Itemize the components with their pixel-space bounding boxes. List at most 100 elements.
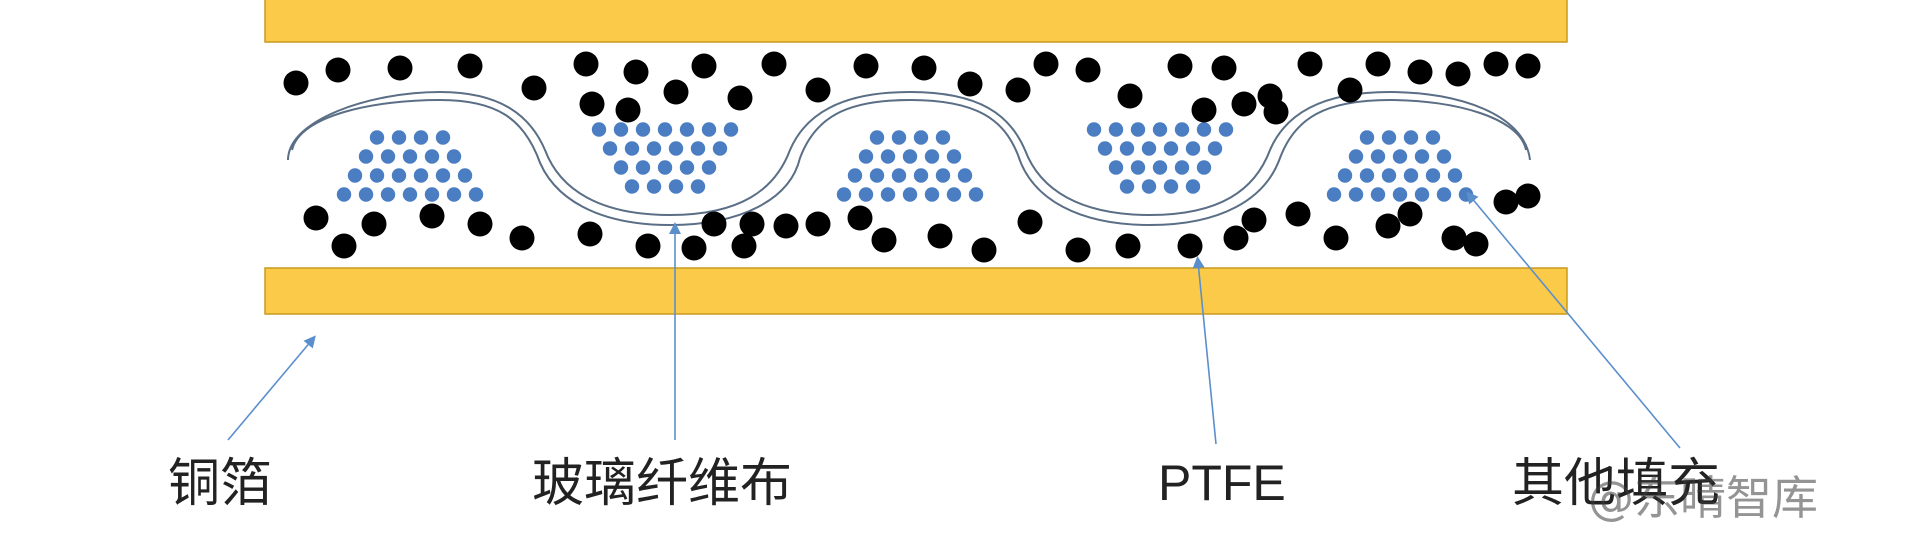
ptfe-particle xyxy=(577,221,603,247)
glass-fiber-dot xyxy=(891,130,907,145)
glass-fiber-dot xyxy=(880,149,896,164)
glass-fiber-dot xyxy=(723,122,739,137)
arrow-ptfe xyxy=(1192,256,1217,445)
glass-fiber-dot xyxy=(457,168,473,183)
copper-foil-top xyxy=(264,0,1568,43)
ptfe-particle xyxy=(331,233,357,259)
glass-fiber-dot xyxy=(347,168,363,183)
glass-fiber-dot xyxy=(1436,149,1452,164)
glass-fiber-dot xyxy=(1425,168,1441,183)
fiber-strand xyxy=(291,98,1527,227)
glass-fiber-dot xyxy=(358,187,374,202)
glass-fiber-dot xyxy=(391,130,407,145)
glass-fiber-dot xyxy=(957,168,973,183)
ptfe-particle xyxy=(1365,51,1391,77)
ptfe-particle xyxy=(691,53,717,79)
glass-fiber-dot xyxy=(1348,149,1364,164)
ptfe-particle xyxy=(1241,207,1267,233)
glass-fiber-dot xyxy=(701,160,717,175)
glass-fiber-dot xyxy=(1152,122,1168,137)
glass-fiber-dot xyxy=(1326,187,1342,202)
ptfe-particle xyxy=(1177,233,1203,259)
glass-fiber-dot xyxy=(690,179,706,194)
glass-fiber-dot xyxy=(1370,149,1386,164)
label-ptfe: PTFE xyxy=(1158,455,1286,511)
ptfe-particle xyxy=(805,211,831,237)
glass-fiber-dot xyxy=(1119,141,1135,156)
glass-fiber-dot xyxy=(1163,141,1179,156)
ptfe-particle xyxy=(701,211,727,237)
ptfe-particle xyxy=(805,77,831,103)
ptfe-particle xyxy=(761,51,787,77)
label-glass-fiber-cloth: 玻璃纤维布 xyxy=(532,454,793,514)
glass-fiber-dot xyxy=(946,187,962,202)
ptfe-particle xyxy=(615,97,641,123)
glass-fiber-dot xyxy=(613,160,629,175)
glass-fiber-dot xyxy=(869,168,885,183)
ptfe-particle xyxy=(1223,225,1249,251)
glass-fiber-dot xyxy=(1119,179,1135,194)
glass-fiber-dot xyxy=(1086,122,1102,137)
glass-fiber-dot xyxy=(946,149,962,164)
glass-fiber-dot xyxy=(1108,160,1124,175)
glass-fiber-dot xyxy=(402,149,418,164)
glass-fiber-dot xyxy=(657,122,673,137)
glass-fiber-dot xyxy=(435,168,451,183)
glass-fiber-dot xyxy=(336,187,352,202)
glass-fiber-dot xyxy=(1174,122,1190,137)
glass-fiber-dot xyxy=(668,141,684,156)
glass-fiber-dot xyxy=(624,141,640,156)
glass-fiber-dot xyxy=(657,160,673,175)
glass-fiber-dot xyxy=(1425,130,1441,145)
glass-fiber-dot xyxy=(1447,168,1463,183)
ptfe-particle xyxy=(457,53,483,79)
glass-fiber-dot xyxy=(413,168,429,183)
glass-fiber-dot xyxy=(424,149,440,164)
ptfe-particle xyxy=(521,75,547,101)
ptfe-particle xyxy=(1397,201,1423,227)
glass-fiber-dot xyxy=(679,160,695,175)
ptfe-particle xyxy=(623,59,649,85)
ptfe-particle xyxy=(1115,233,1141,259)
ptfe-particle xyxy=(509,225,535,251)
ptfe-particle xyxy=(1515,183,1541,209)
glass-fiber-dot xyxy=(1163,179,1179,194)
glass-fiber-dot xyxy=(1337,168,1353,183)
glass-fiber-dot xyxy=(446,187,462,202)
glass-fiber-dot xyxy=(635,160,651,175)
ptfe-particle xyxy=(731,233,757,259)
ptfe-particle xyxy=(853,53,879,79)
ptfe-particle xyxy=(1323,225,1349,251)
glass-fiber-dot xyxy=(591,122,607,137)
glass-fiber-dot xyxy=(435,130,451,145)
label-other-filler: 其他填充 xyxy=(1512,454,1721,514)
ptfe-particle xyxy=(681,235,707,261)
ptfe-particle xyxy=(325,57,351,83)
glass-fiber-dot xyxy=(1381,130,1397,145)
glass-fiber-dot xyxy=(380,187,396,202)
glass-fiber-dot xyxy=(1196,160,1212,175)
glass-fiber-dot xyxy=(1141,179,1157,194)
watermark: @东晴智库 xyxy=(1588,471,1818,525)
ptfe-particle xyxy=(911,55,937,81)
glass-fiber-dot xyxy=(935,130,951,145)
glass-fiber-dot xyxy=(1403,168,1419,183)
glass-fiber-dot xyxy=(391,168,407,183)
copper-foil-bottom xyxy=(264,267,1568,315)
glass-fiber-dot xyxy=(1185,141,1201,156)
ptfe-particle xyxy=(283,70,309,96)
ptfe-particles xyxy=(283,51,1541,263)
glass-fiber-dot xyxy=(624,179,640,194)
glass-fiber-dot xyxy=(1141,141,1157,156)
ptfe-particle xyxy=(739,211,765,237)
ptfe-particle xyxy=(1191,97,1217,123)
glass-fiber-dot xyxy=(913,130,929,145)
ptfe-particle xyxy=(419,203,445,229)
glass-fiber-dot xyxy=(679,122,695,137)
ptfe-particle xyxy=(1211,55,1237,81)
arrow-copper-foil xyxy=(227,335,316,441)
ptfe-particle xyxy=(1263,99,1289,125)
ptfe-particle xyxy=(1493,189,1519,215)
glass-fiber-dot xyxy=(1436,187,1452,202)
glass-fiber-dot xyxy=(1130,160,1146,175)
